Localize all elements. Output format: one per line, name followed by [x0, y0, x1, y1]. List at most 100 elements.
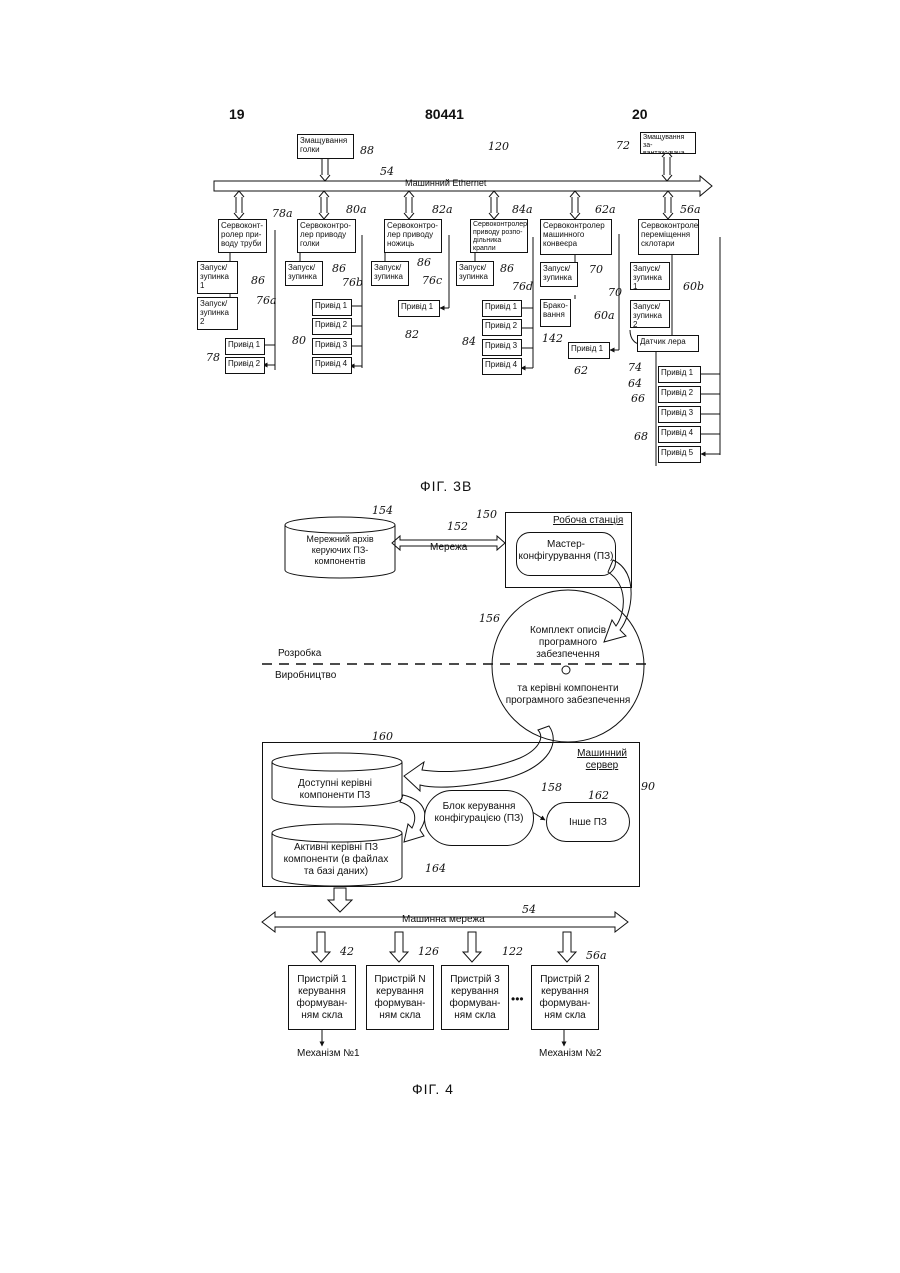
ethernet-label: Машинний Ethernet — [405, 178, 486, 188]
controller-62a: Сервоконтролер машинного конвеєра — [540, 219, 612, 255]
drive-1-78: Привід 1 — [225, 338, 265, 355]
ref-label: 86 — [251, 274, 265, 287]
device-box-3: Пристрій 3 керування формуван-ням скла — [441, 965, 509, 1030]
ref-label: 120 — [488, 140, 509, 153]
ref-label: 82a — [432, 203, 453, 216]
other-software: Інше ПЗ — [546, 802, 630, 842]
ref-label: 64 — [628, 377, 642, 390]
ref-label: 66 — [631, 392, 645, 405]
start-stop-2-56: Запуск/ зупинка 2 — [630, 300, 670, 328]
needle-lube-box: Змащування голки — [297, 134, 354, 159]
figure-caption-4: ФІГ. 4 — [412, 1081, 454, 1097]
ref-label: 76b — [342, 276, 363, 289]
start-stop-1-78: Запуск/ зупинка 1 — [197, 261, 238, 294]
controller-84a: Сервоконтролер приводу розпо-дільника кр… — [470, 219, 528, 253]
ref-label: 62 — [574, 364, 588, 377]
ref-label: 152 — [447, 520, 468, 533]
ref-label: 80a — [346, 203, 367, 216]
drive-1-84: Привід 1 — [482, 300, 522, 317]
drive-4-80: Привід 4 — [312, 357, 352, 374]
ref-label: 86 — [332, 262, 346, 275]
drive-1-82: Привід 1 — [398, 300, 440, 317]
development-label: Розробка — [278, 648, 321, 659]
ref-label: 56a — [586, 949, 607, 962]
page-number-right: 20 — [632, 106, 648, 122]
start-stop-1-56: Запуск/ зупинка 1 — [630, 262, 670, 290]
ellipsis: ••• — [511, 992, 524, 1006]
ref-label: 68 — [634, 430, 648, 443]
drive-1-80: Привід 1 — [312, 299, 352, 316]
device-box-n: Пристрій N керування формуван-ням скла — [366, 965, 434, 1030]
active-components-label: Активні керівні ПЗ компоненти (в файлах … — [280, 842, 392, 878]
start-stop-84: Запуск/ зупинка — [456, 261, 494, 286]
ref-label: 56a — [680, 203, 701, 216]
drive-3-56: Привід 3 — [658, 406, 701, 423]
controller-56a: Сервоконтролер переміщення склотари — [638, 219, 699, 255]
document-number: 80441 — [425, 106, 464, 122]
sensor-box: Датчик лера — [637, 335, 699, 352]
workstation-label: Робоча станція — [553, 515, 623, 526]
production-label: Виробництво — [275, 670, 336, 681]
ref-label: 70 — [608, 286, 622, 299]
reject-box: Брако-вання — [540, 299, 571, 327]
drive-4-56: Привід 4 — [658, 426, 701, 443]
ref-label: 70 — [589, 263, 603, 276]
ref-label: 150 — [476, 508, 497, 521]
ref-label: 76a — [256, 294, 277, 307]
ref-label: 60b — [683, 280, 704, 293]
machine-server-label: Машинний сервер — [572, 748, 632, 772]
controller-80a: Сервоконтро-лер приводу голки — [297, 219, 356, 253]
drive-2-84: Привід 2 — [482, 319, 522, 336]
ref-label: 86 — [500, 262, 514, 275]
controller-82a: Сервоконтро-лер приводу ножиць — [384, 219, 442, 253]
gob-lube-box: Змащування за-вантажувача пера — [640, 132, 696, 154]
ref-label: 60a — [594, 309, 615, 322]
ref-label: 80 — [292, 334, 306, 347]
ref-label: 76c — [422, 274, 442, 287]
drive-5-56: Привід 5 — [658, 446, 701, 463]
ref-label: 62a — [595, 203, 616, 216]
drive-1-56: Привід 1 — [658, 366, 701, 383]
start-stop-80: Запуск/ зупинка — [285, 261, 323, 286]
drive-4-84: Привід 4 — [482, 358, 522, 375]
archive-label: Мережний архів керуючих ПЗ-компонентів — [292, 534, 388, 567]
ref-label: 74 — [628, 361, 642, 374]
circle-top-text: Комплект описів програмного забезпечення — [508, 625, 628, 661]
start-stop-82: Запуск/ зупинка — [371, 261, 409, 286]
ref-label: 160 — [372, 730, 393, 743]
device-box-1: Пристрій 1 керування формуван-ням скла — [288, 965, 356, 1030]
ref-label: 122 — [502, 945, 523, 958]
network-label: Мережа — [430, 542, 467, 553]
ref-label: 156 — [479, 612, 500, 625]
circle-bottom-text: та керівні компоненти програмного забезп… — [505, 683, 631, 707]
controller-78a: Сервоконт-ролер при-воду труби — [218, 219, 267, 253]
available-components-label: Доступні керівні компоненти ПЗ — [285, 778, 385, 802]
drive-2-80: Привід 2 — [312, 318, 352, 335]
drive-3-80: Привід 3 — [312, 338, 352, 355]
drive-2-56: Привід 2 — [658, 386, 701, 403]
ref-label: 84a — [512, 203, 533, 216]
ref-label: 126 — [418, 945, 439, 958]
ref-label: 42 — [340, 945, 354, 958]
ref-label: 86 — [417, 256, 431, 269]
start-stop-2-78: Запуск/ зупинка 2 — [197, 297, 238, 330]
ref-label: 164 — [425, 862, 446, 875]
master-config-box: Мастер-конфігурування (ПЗ) — [516, 532, 616, 576]
ref-label: 72 — [616, 139, 630, 152]
ref-label: 88 — [360, 144, 374, 157]
ref-label: 76d — [512, 280, 533, 293]
ref-label: 142 — [542, 332, 563, 345]
ref-label: 90 — [641, 780, 655, 793]
drive-2-78: Привід 2 — [225, 357, 265, 374]
drive-3-84: Привід 3 — [482, 339, 522, 356]
ref-label: 54 — [380, 165, 394, 178]
ref-label: 162 — [588, 789, 609, 802]
page-number-left: 19 — [229, 106, 245, 122]
ref-label: 84 — [462, 335, 476, 348]
ref-label: 154 — [372, 504, 393, 517]
ref-label: 78 — [206, 351, 220, 364]
drive-1-62: Привід 1 — [568, 342, 610, 359]
ref-label: 82 — [405, 328, 419, 341]
start-stop-62: Запуск/ зупинка — [540, 262, 578, 287]
machine-network-label: Машинна мережа — [402, 914, 485, 925]
